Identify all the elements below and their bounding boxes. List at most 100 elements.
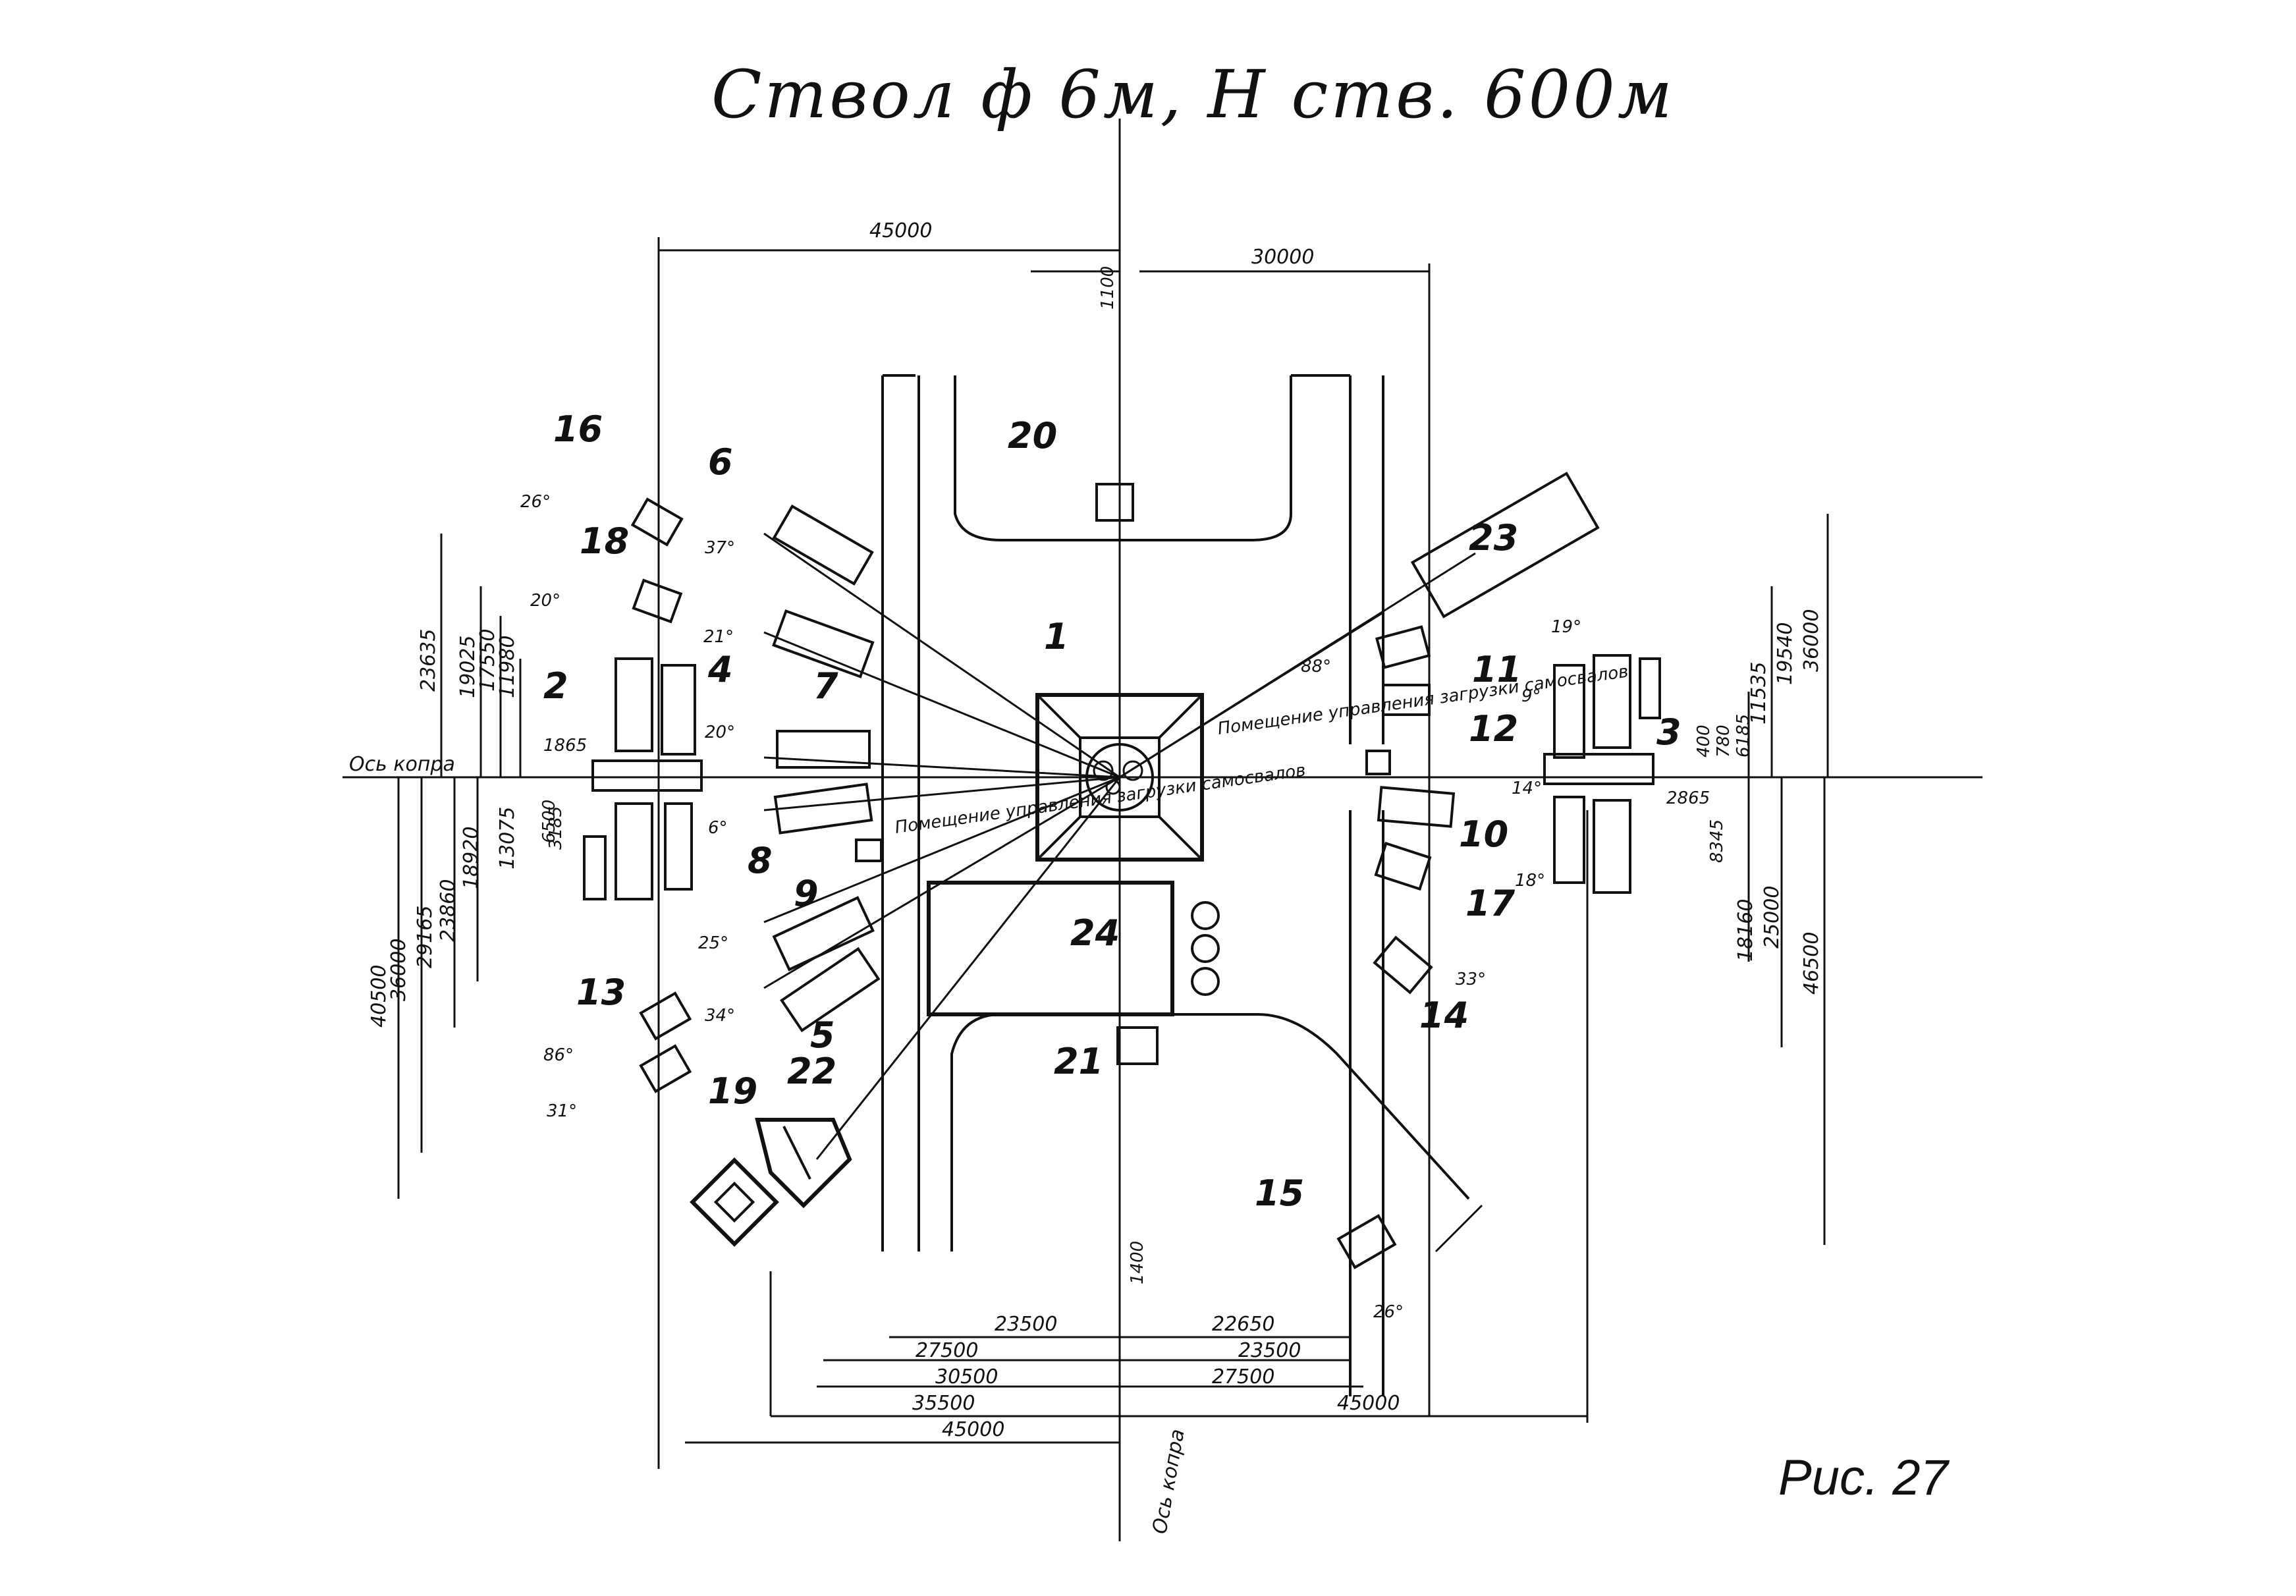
bottom-building [927, 483, 1220, 1065]
angle-15: 18° [1515, 871, 1545, 891]
angle-7: 25° [698, 933, 728, 953]
top-dimensions: 45000 30000 1100 [657, 219, 1431, 1469]
item-number-9: 9 [794, 873, 819, 914]
dim-b5-left: 45000 [942, 1418, 1004, 1441]
angle-13: 9° [1521, 686, 1541, 706]
dim-right-v5: 780 [1714, 725, 1734, 757]
dim-left-v7: 13075 [496, 807, 519, 869]
left-equipment [583, 497, 883, 1093]
dim-left-h1: 1865 [543, 736, 587, 756]
angle-12: 19° [1551, 617, 1581, 637]
dim-left-v8: 18920 [460, 827, 483, 889]
dim-top-left: 45000 [869, 219, 932, 242]
item-number-2: 2 [543, 665, 568, 707]
dim-top-small: 1100 [1098, 266, 1118, 310]
item-number-11: 11 [1472, 649, 1521, 690]
item-number-13: 13 [576, 972, 626, 1013]
dim-right-v9: 18160 [1734, 899, 1757, 962]
dim-b4-left: 35500 [912, 1392, 975, 1415]
bottom-dimensions: 23500 22650 27500 23500 30500 27500 3550… [685, 810, 1589, 1444]
dim-left-v3: 17550 [476, 629, 499, 692]
angle-10: 31° [547, 1101, 577, 1121]
angle-9: 86° [543, 1045, 574, 1065]
angle-4: 21° [703, 627, 734, 647]
left-dimensions: 23635 19025 17550 11980 6500 3185 13075 … [368, 534, 587, 1199]
dim-right-v6: 400 [1694, 725, 1714, 757]
dim-left-v11: 36000 [387, 939, 410, 1001]
figure-label: Рис. 27 [1778, 1450, 1948, 1506]
item-number-17: 17 [1465, 883, 1516, 924]
dim-top-right: 30000 [1251, 246, 1314, 269]
item-number-10: 10 [1459, 813, 1508, 855]
item-numbers: 1 2 3 4 5 6 7 8 9 10 11 12 13 14 15 16 1… [543, 408, 1681, 1214]
item-number-15: 15 [1255, 1172, 1304, 1214]
dim-left-v5: 6500 [539, 800, 559, 843]
item-number-5: 5 [810, 1014, 835, 1056]
dim-right-v10: 25000 [1761, 886, 1784, 949]
item-number-21: 21 [1054, 1041, 1103, 1082]
angle-labels: 26° 37° 20° 21° 20° 6° 25° 34° 86° 31° 8… [520, 492, 1581, 1322]
dim-b1-right: 22650 [1212, 1313, 1274, 1336]
dim-right-v3: 11535 [1747, 662, 1770, 725]
item-number-8: 8 [748, 840, 773, 881]
dim-right-v8: 8345 [1707, 819, 1727, 863]
dim-right-v7: 2865 [1666, 788, 1710, 808]
radial-lines [763, 532, 1476, 1160]
angle-3: 20° [530, 591, 560, 611]
dim-b3-left: 30500 [935, 1365, 998, 1389]
dim-b2-left: 27500 [916, 1339, 978, 1362]
dim-left-v2: 19025 [456, 636, 479, 698]
item-15-unit [1336, 1204, 1483, 1269]
item-number-6: 6 [708, 441, 733, 483]
item-number-22: 22 [787, 1051, 836, 1092]
dim-b2-right: 23500 [1238, 1339, 1301, 1362]
upper-building-outline [881, 374, 1470, 1396]
right-equipment [1365, 472, 1661, 995]
dim-b3-right: 27500 [1212, 1365, 1274, 1389]
note-room-right: Помещение управления загрузки самосвалов [1216, 662, 1629, 739]
angle-8: 34° [705, 1006, 735, 1026]
item-number-24: 24 [1070, 912, 1120, 954]
dim-left-v9: 23860 [437, 879, 460, 942]
dim-right-v11: 46500 [1800, 932, 1823, 995]
item-number-14: 14 [1419, 995, 1469, 1036]
note-room-left: Помещение управления загрузки самосвалов [894, 761, 1307, 838]
item-number-4: 4 [707, 649, 733, 690]
angle-14: 14° [1512, 779, 1542, 798]
dim-right-v4: 6185 [1734, 714, 1753, 757]
dim-b1-left: 23500 [995, 1313, 1057, 1336]
drawing-title: Ствол ф 6м, Н ств. 600м [711, 56, 1675, 133]
dim-right-v2: 19540 [1774, 622, 1797, 685]
angle-17: 26° [1373, 1302, 1404, 1322]
item-number-23: 23 [1469, 517, 1518, 559]
dim-right-v1: 36000 [1800, 609, 1823, 672]
item-number-19: 19 [708, 1070, 757, 1112]
dim-b4-right: 45000 [1337, 1392, 1400, 1415]
angle-6: 6° [708, 818, 728, 838]
angle-5: 20° [705, 723, 735, 742]
item-number-7: 7 [813, 665, 838, 707]
axis-label-horizontal: Ось копра [349, 753, 455, 776]
item-number-16: 16 [553, 408, 603, 450]
dim-left-v10: 29165 [414, 906, 437, 968]
dim-left-v6: 3185 [546, 806, 566, 850]
right-dimensions: 36000 19540 11535 6185 780 400 2865 8345… [1666, 514, 1829, 1245]
dim-bottom-small: 1400 [1128, 1241, 1147, 1284]
item-number-3: 3 [1656, 711, 1681, 753]
angle-11: 88° [1301, 657, 1331, 676]
dim-left-v1: 23635 [417, 629, 440, 692]
dim-left-v4: 11980 [496, 636, 519, 698]
angle-2: 37° [705, 538, 735, 558]
angle-16: 33° [1456, 970, 1486, 989]
angle-1: 26° [520, 492, 551, 512]
item-number-1: 1 [1044, 616, 1069, 657]
dim-left-v12: 40500 [368, 965, 391, 1028]
shaft-building [1035, 693, 1204, 862]
item-number-18: 18 [580, 520, 629, 562]
center-axes: Ось копра Ось копра [342, 119, 1982, 1541]
item-number-12: 12 [1469, 708, 1518, 750]
axis-label-vertical: Ось копра [1148, 1427, 1189, 1535]
item-22-structure [690, 1118, 852, 1247]
item-number-20: 20 [1008, 415, 1057, 456]
